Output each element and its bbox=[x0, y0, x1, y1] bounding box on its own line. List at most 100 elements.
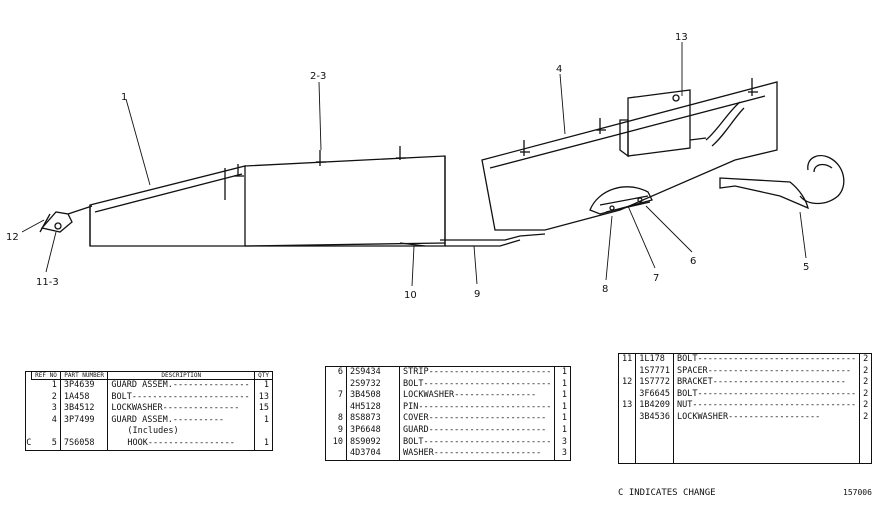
table-row: 2S9732 BOLT------------------------- 1 bbox=[325, 378, 571, 391]
ref-no: 1 bbox=[31, 379, 61, 392]
quantity: 2 bbox=[863, 365, 869, 376]
ref-no: 9 bbox=[325, 424, 347, 437]
description: (Includes) bbox=[107, 426, 256, 438]
callout-1: 1 bbox=[121, 92, 127, 103]
quantity: 1 bbox=[561, 424, 567, 435]
description: BOLT------------------------- bbox=[399, 378, 556, 391]
table-row: 8 8S8873 COVER----------------------- 1 bbox=[325, 413, 571, 425]
ref-no: 8 bbox=[325, 413, 347, 425]
quantity bbox=[255, 426, 273, 438]
header-part-number: PART NUMBER bbox=[59, 371, 109, 380]
callout-2-3: 2-3 bbox=[310, 71, 326, 82]
table-row: 1S7771 SPACER---------------------------… bbox=[618, 365, 872, 378]
quantity: 1 bbox=[561, 378, 567, 389]
quantity: 1 bbox=[561, 390, 567, 401]
part-number: 1L178 bbox=[635, 353, 674, 366]
change-note: C INDICATES CHANGE bbox=[618, 488, 716, 498]
quantity: 13 bbox=[258, 391, 269, 402]
table-row: 4 3P7499 GUARD ASSEM.---------- 1 bbox=[26, 414, 273, 427]
callout-7: 7 bbox=[653, 273, 659, 284]
ref-no bbox=[618, 365, 637, 378]
part-number: 3P7499 bbox=[60, 414, 109, 427]
table-row: 2 1A458 BOLT----------------------- 13 bbox=[26, 391, 273, 404]
quantity: 1 bbox=[263, 437, 269, 448]
description: BRACKET-------------------------- bbox=[673, 377, 861, 389]
table-row: 1 3P4639 GUARD ASSEM.--------------- 1 bbox=[26, 379, 273, 392]
part-number: 4D3704 bbox=[346, 448, 400, 461]
table-row: 12 1S7772 BRACKET-----------------------… bbox=[618, 377, 872, 389]
description: BOLT----------------------- bbox=[107, 391, 256, 404]
callout-4: 4 bbox=[556, 64, 562, 75]
part-number: 1S7772 bbox=[635, 377, 674, 389]
ref-no: 2 bbox=[31, 391, 61, 404]
table-row: 4H5128 PIN-------------------------- 1 bbox=[325, 401, 571, 414]
description: LOCKWASHER------------------ bbox=[673, 411, 861, 424]
part-number: 1S7771 bbox=[635, 365, 674, 378]
table-row: C 5 7S6058 HOOK----------------- 1 bbox=[26, 437, 273, 451]
quantity: 3 bbox=[561, 448, 567, 459]
ref-no: 11 bbox=[618, 353, 637, 366]
description: PIN-------------------------- bbox=[399, 401, 556, 414]
table-row: 6 2S9434 STRIP------------------------ 1 bbox=[325, 366, 571, 379]
table-row: 13 1B4209 NUT---------------------------… bbox=[618, 400, 872, 412]
table-row: 3B4536 LOCKWASHER------------------ 2 bbox=[618, 411, 872, 424]
description: BOLT------------------------------- bbox=[673, 353, 861, 366]
table-row: 3 3B4512 LOCKWASHER--------------- 15 bbox=[26, 403, 273, 415]
table-row: 4D3704 WASHER--------------------- 3 bbox=[325, 448, 571, 461]
table-row: 3F6645 BOLT-----------------------------… bbox=[618, 388, 872, 401]
callout-12: 12 bbox=[6, 232, 19, 243]
description: COVER----------------------- bbox=[399, 413, 556, 425]
part-number: 7S6058 bbox=[60, 437, 109, 451]
ref-no bbox=[31, 426, 61, 438]
description: BOLT------------------------- bbox=[399, 436, 556, 449]
quantity: 2 bbox=[863, 388, 869, 399]
ref-no: 3 bbox=[31, 403, 61, 415]
header-ref-no: REF NO bbox=[31, 371, 61, 380]
table-row: (Includes) bbox=[26, 426, 273, 438]
part-number: 3B4508 bbox=[346, 390, 400, 402]
part-number: 3F6645 bbox=[635, 388, 674, 401]
description: HOOK----------------- bbox=[107, 437, 256, 451]
ref-no bbox=[618, 411, 637, 424]
callout-labels: 1 2-3 4 13 12 11-3 10 9 8 7 6 5 bbox=[6, 32, 809, 301]
part-number: 4H5128 bbox=[346, 401, 400, 414]
quantity: 2 bbox=[863, 354, 869, 364]
part-number: 1A458 bbox=[60, 391, 109, 404]
part-number: 3B4536 bbox=[635, 411, 674, 424]
header-qty: QTY bbox=[254, 371, 273, 380]
part-number: 3P4639 bbox=[60, 379, 109, 392]
ref-no: 5 bbox=[31, 437, 61, 451]
part-number: 3B4512 bbox=[60, 403, 109, 415]
description: WASHER--------------------- bbox=[399, 448, 556, 461]
table-row: 11 1L178 BOLT---------------------------… bbox=[618, 353, 872, 366]
callout-11-3: 11-3 bbox=[36, 277, 59, 288]
description: GUARD ASSEM.---------- bbox=[107, 414, 256, 427]
table-row: 7 3B4508 LOCKWASHER---------------- 1 bbox=[325, 390, 571, 402]
part-number bbox=[60, 426, 109, 438]
quantity: 1 bbox=[561, 367, 567, 377]
ref-no: 4 bbox=[31, 414, 61, 427]
callout-8: 8 bbox=[602, 284, 608, 295]
quantity: 15 bbox=[258, 403, 269, 414]
quantity: 1 bbox=[263, 380, 269, 390]
callout-5: 5 bbox=[803, 262, 809, 273]
description: LOCKWASHER--------------- bbox=[107, 403, 256, 415]
quantity: 3 bbox=[561, 436, 567, 447]
part-number: 1B4209 bbox=[635, 400, 674, 412]
quantity: 2 bbox=[863, 377, 869, 388]
description: LOCKWASHER---------------- bbox=[399, 390, 556, 402]
parts-table-2: 6 2S9434 STRIP------------------------ 1… bbox=[325, 366, 571, 461]
ref-no bbox=[325, 448, 347, 461]
change-mark: C bbox=[26, 437, 32, 448]
part-number: 3P6648 bbox=[346, 424, 400, 437]
callout-leaders bbox=[21, 42, 807, 287]
part-number: 8S8873 bbox=[346, 413, 400, 425]
quantity: 1 bbox=[561, 413, 567, 424]
parts-table-3: 11 1L178 BOLT---------------------------… bbox=[618, 353, 873, 465]
parts-table-1: REF NO PART NUMBER DESCRIPTION QTY 1 3P4… bbox=[25, 371, 273, 451]
callout-6: 6 bbox=[690, 256, 696, 267]
table-row: 9 3P6648 GUARD----------------------- 1 bbox=[325, 424, 571, 437]
callout-10: 10 bbox=[404, 290, 417, 301]
ref-no: 10 bbox=[325, 436, 347, 449]
ref-no: 7 bbox=[325, 390, 347, 402]
